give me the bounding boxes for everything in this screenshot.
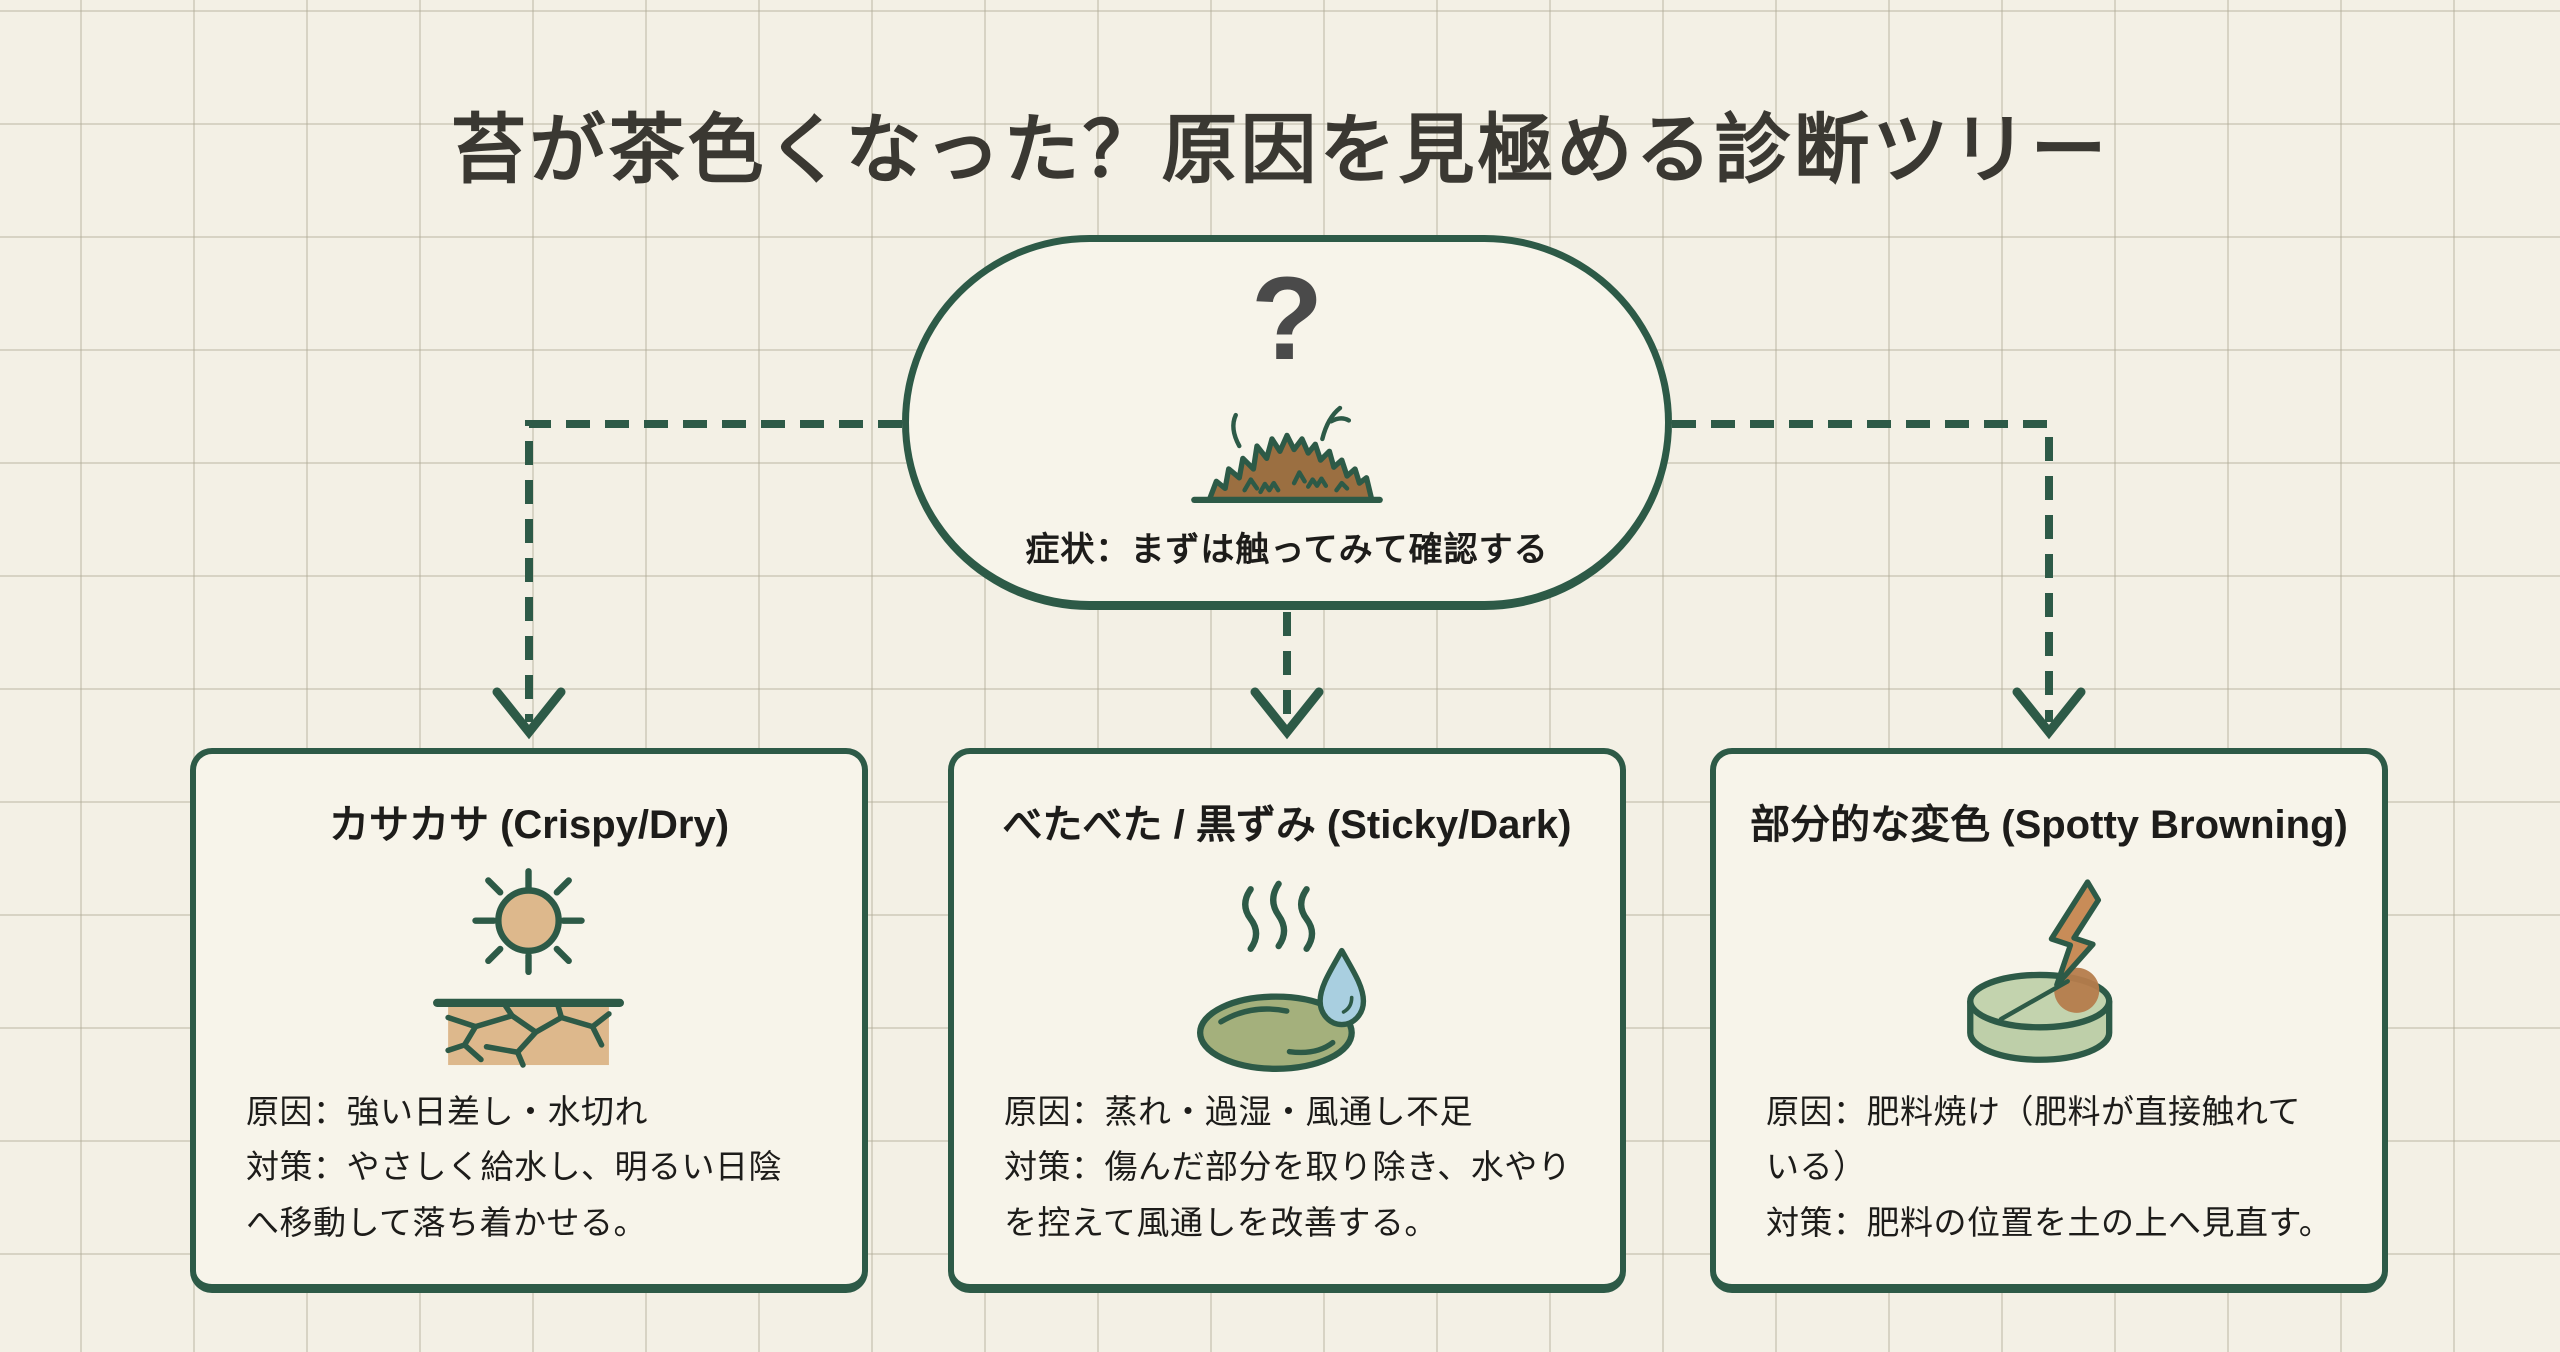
root-decision-node: ? 症状：まずは触ってみて確認する <box>902 235 1672 610</box>
steam-drop-puddle-icon <box>1197 880 1367 1072</box>
arrow-down-icon <box>2012 687 2086 740</box>
arrow-down-icon <box>1250 687 1324 740</box>
arrow-down-icon <box>492 687 566 740</box>
branch-card-crispy-dry: カサカサ (Crispy/Dry) <box>190 748 868 1293</box>
cause-text: 原因：強い日差し・水切れ <box>246 1093 648 1130</box>
branch-label: べたべた / 黒ずみ (Sticky/Dark) <box>1002 803 1572 847</box>
question-mark: ? <box>1250 253 1324 385</box>
sun-rays <box>472 868 586 976</box>
branch-icon-area <box>428 862 629 1078</box>
branch-description: 原因：蒸れ・過湿・風通し不足 対策：傷んだ部分を取り除き、水やりを控えて風通しを… <box>954 1078 1620 1250</box>
branch-card-sticky-dark: べたべた / 黒ずみ (Sticky/Dark) 原因：蒸れ・過湿・風通し不足 … <box>948 748 1626 1293</box>
branch-card-spotty-browning: 部分的な変色 (Spotty Browning) 原因：肥料焼け（肥料が直接触れ… <box>1710 748 2388 1293</box>
lightning-bolt-icon <box>2048 879 2102 988</box>
steam-lines <box>1242 880 1316 952</box>
remedy-text: 対策：傷んだ部分を取り除き、水やりを控えて風通しを改善する。 <box>1004 1148 1572 1241</box>
remedy-text: 対策：肥料の位置を土の上へ見直す。 <box>1766 1203 2333 1241</box>
branch-label: 部分的な変色 (Spotty Browning) <box>1750 803 2348 847</box>
soil-cracks <box>445 1001 613 1068</box>
branch-description: 原因：肥料焼け（肥料が直接触れている） 対策：肥料の位置を土の上へ見直す。 <box>1716 1078 2382 1250</box>
remedy-text: 対策：やさしく給水し、明るい日陰へ移動して落ち着かせる。 <box>246 1148 782 1241</box>
connector-right-dashed <box>1672 420 2053 722</box>
branch-icon-area <box>1945 862 2152 1078</box>
branch-label: カサカサ (Crispy/Dry) <box>328 803 730 847</box>
sun-cracked-soil-icon <box>433 868 625 1068</box>
moss-mound-icon <box>1191 405 1383 503</box>
branch-icon-area <box>1183 862 1390 1078</box>
fertilizer-burn-pot-icon <box>1967 879 2113 1063</box>
page-title: 苔が茶色くなった？原因を見極める診断ツリー <box>450 109 2110 193</box>
water-drop-icon <box>1317 947 1367 1028</box>
root-symptom-caption: 症状：まずは触ってみて確認する <box>1025 531 1549 569</box>
cause-text: 原因：蒸れ・過湿・風通し不足 <box>1004 1093 1473 1130</box>
connector-left-dashed <box>525 420 902 722</box>
branch-description: 原因：強い日差し・水切れ 対策：やさしく給水し、明るい日陰へ移動して落ち着かせる… <box>196 1078 862 1250</box>
cause-text: 原因：肥料焼け（肥料が直接触れている） <box>1766 1093 2302 1186</box>
